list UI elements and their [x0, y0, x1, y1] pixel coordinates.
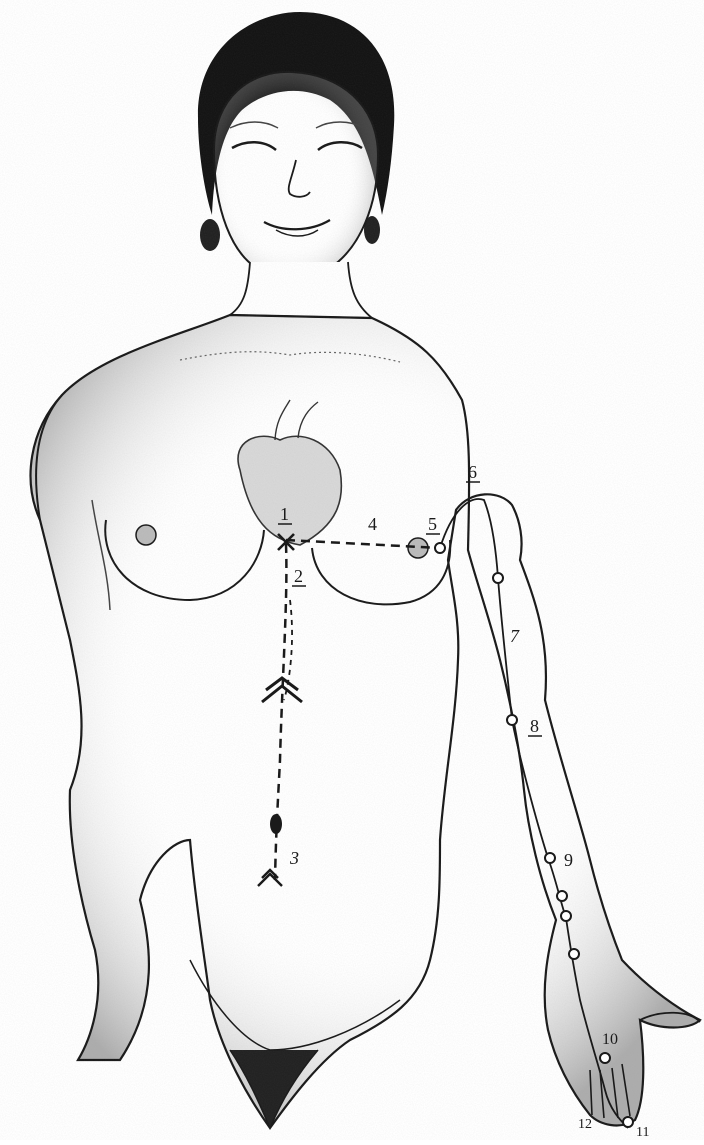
label-point-10: 10	[602, 1031, 618, 1048]
label-point-3: 3	[289, 848, 299, 868]
acupoint-wrist-c	[569, 949, 579, 959]
acupoint-upper-arm	[493, 573, 503, 583]
label-point-6: 6	[468, 462, 477, 482]
label-point-9: 9	[564, 850, 573, 870]
acupoint-wrist-b	[561, 911, 571, 921]
label-point-8: 8	[530, 716, 539, 736]
label-point-11: 11	[636, 1125, 649, 1140]
label-point-7: 7	[510, 626, 520, 646]
acupoint-wrist-a	[557, 891, 567, 901]
acupoint-9	[545, 853, 555, 863]
acupoint-5	[435, 543, 445, 553]
acupoint-10	[600, 1053, 610, 1063]
acupoint-8	[507, 715, 517, 725]
label-point-2: 2	[294, 566, 303, 586]
acupoint-11	[623, 1117, 633, 1127]
label-point-5: 5	[428, 514, 437, 534]
organ-node	[270, 814, 282, 834]
label-point-12: 12	[578, 1117, 592, 1132]
label-point-4: 4	[368, 514, 377, 534]
label-point-1: 1	[280, 504, 289, 524]
